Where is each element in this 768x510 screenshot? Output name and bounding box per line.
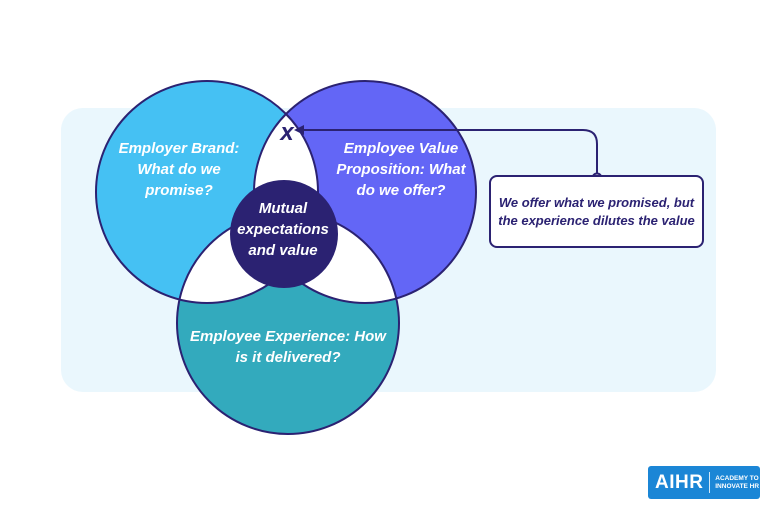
x-marker: x [278,119,295,146]
callout-text: We offer what we promised, but the exper… [498,194,695,228]
employer-brand-outline [95,80,319,304]
logo-divider [709,472,711,493]
experience-label: Employee Experience: How is it delivered… [190,328,386,366]
aihr-logo: AIHR ACADEMY TO INNOVATE HR [648,466,760,499]
logo-tagline-line2: INNOVATE HR [715,482,760,490]
callout-box: We offer what we promised, but the exper… [489,175,704,248]
evp-label: Employee Value Proposition: What do we o… [336,140,466,199]
employer-brand-label: Employer Brand: What do we promise? [118,140,240,199]
logo-tagline-line1: ACADEMY TO [715,474,759,482]
connector-arrowhead [294,125,304,135]
overlap-evp-experience [254,212,399,303]
overlap-brand-experience [177,212,318,303]
logo-wordmark: AIHR [655,471,704,493]
logo-tagline: ACADEMY TO INNOVATE HR [710,475,760,491]
connector-line [296,129,598,177]
center-label: Mutual expectations and value [237,200,329,259]
center-circle [230,180,338,288]
